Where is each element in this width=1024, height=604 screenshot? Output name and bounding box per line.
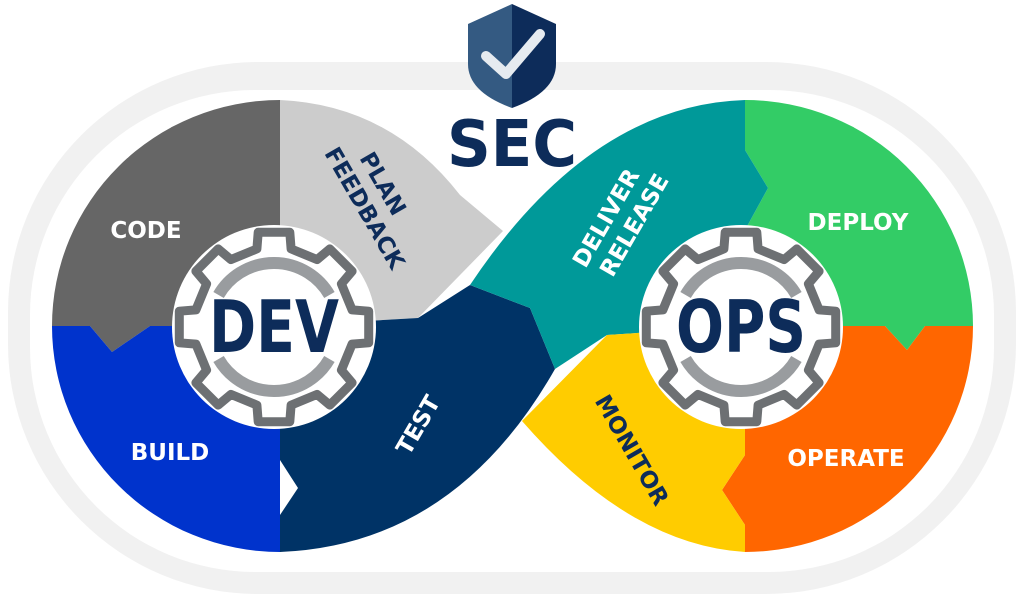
gear-inner-arc bbox=[213, 355, 335, 397]
label-deploy: DEPLOY bbox=[808, 210, 909, 236]
gear-inner-arc bbox=[680, 257, 802, 299]
dev-label: DEV bbox=[209, 285, 339, 369]
dev-gear-icon bbox=[174, 227, 374, 427]
sec-title: SEC bbox=[447, 108, 577, 182]
label-code: CODE bbox=[110, 218, 181, 244]
shield-check-icon bbox=[468, 4, 556, 108]
label-operate: OPERATE bbox=[787, 446, 904, 472]
gear-outline bbox=[641, 227, 841, 427]
label-build: BUILD bbox=[131, 440, 210, 466]
gear-outline bbox=[174, 227, 374, 427]
gear-inner-arc bbox=[213, 257, 335, 299]
dev-hub bbox=[172, 225, 376, 429]
ops-gear-icon bbox=[641, 227, 841, 427]
gear-inner-arc bbox=[680, 355, 802, 397]
ops-hub bbox=[639, 225, 843, 429]
ops-label: OPS bbox=[676, 285, 806, 369]
